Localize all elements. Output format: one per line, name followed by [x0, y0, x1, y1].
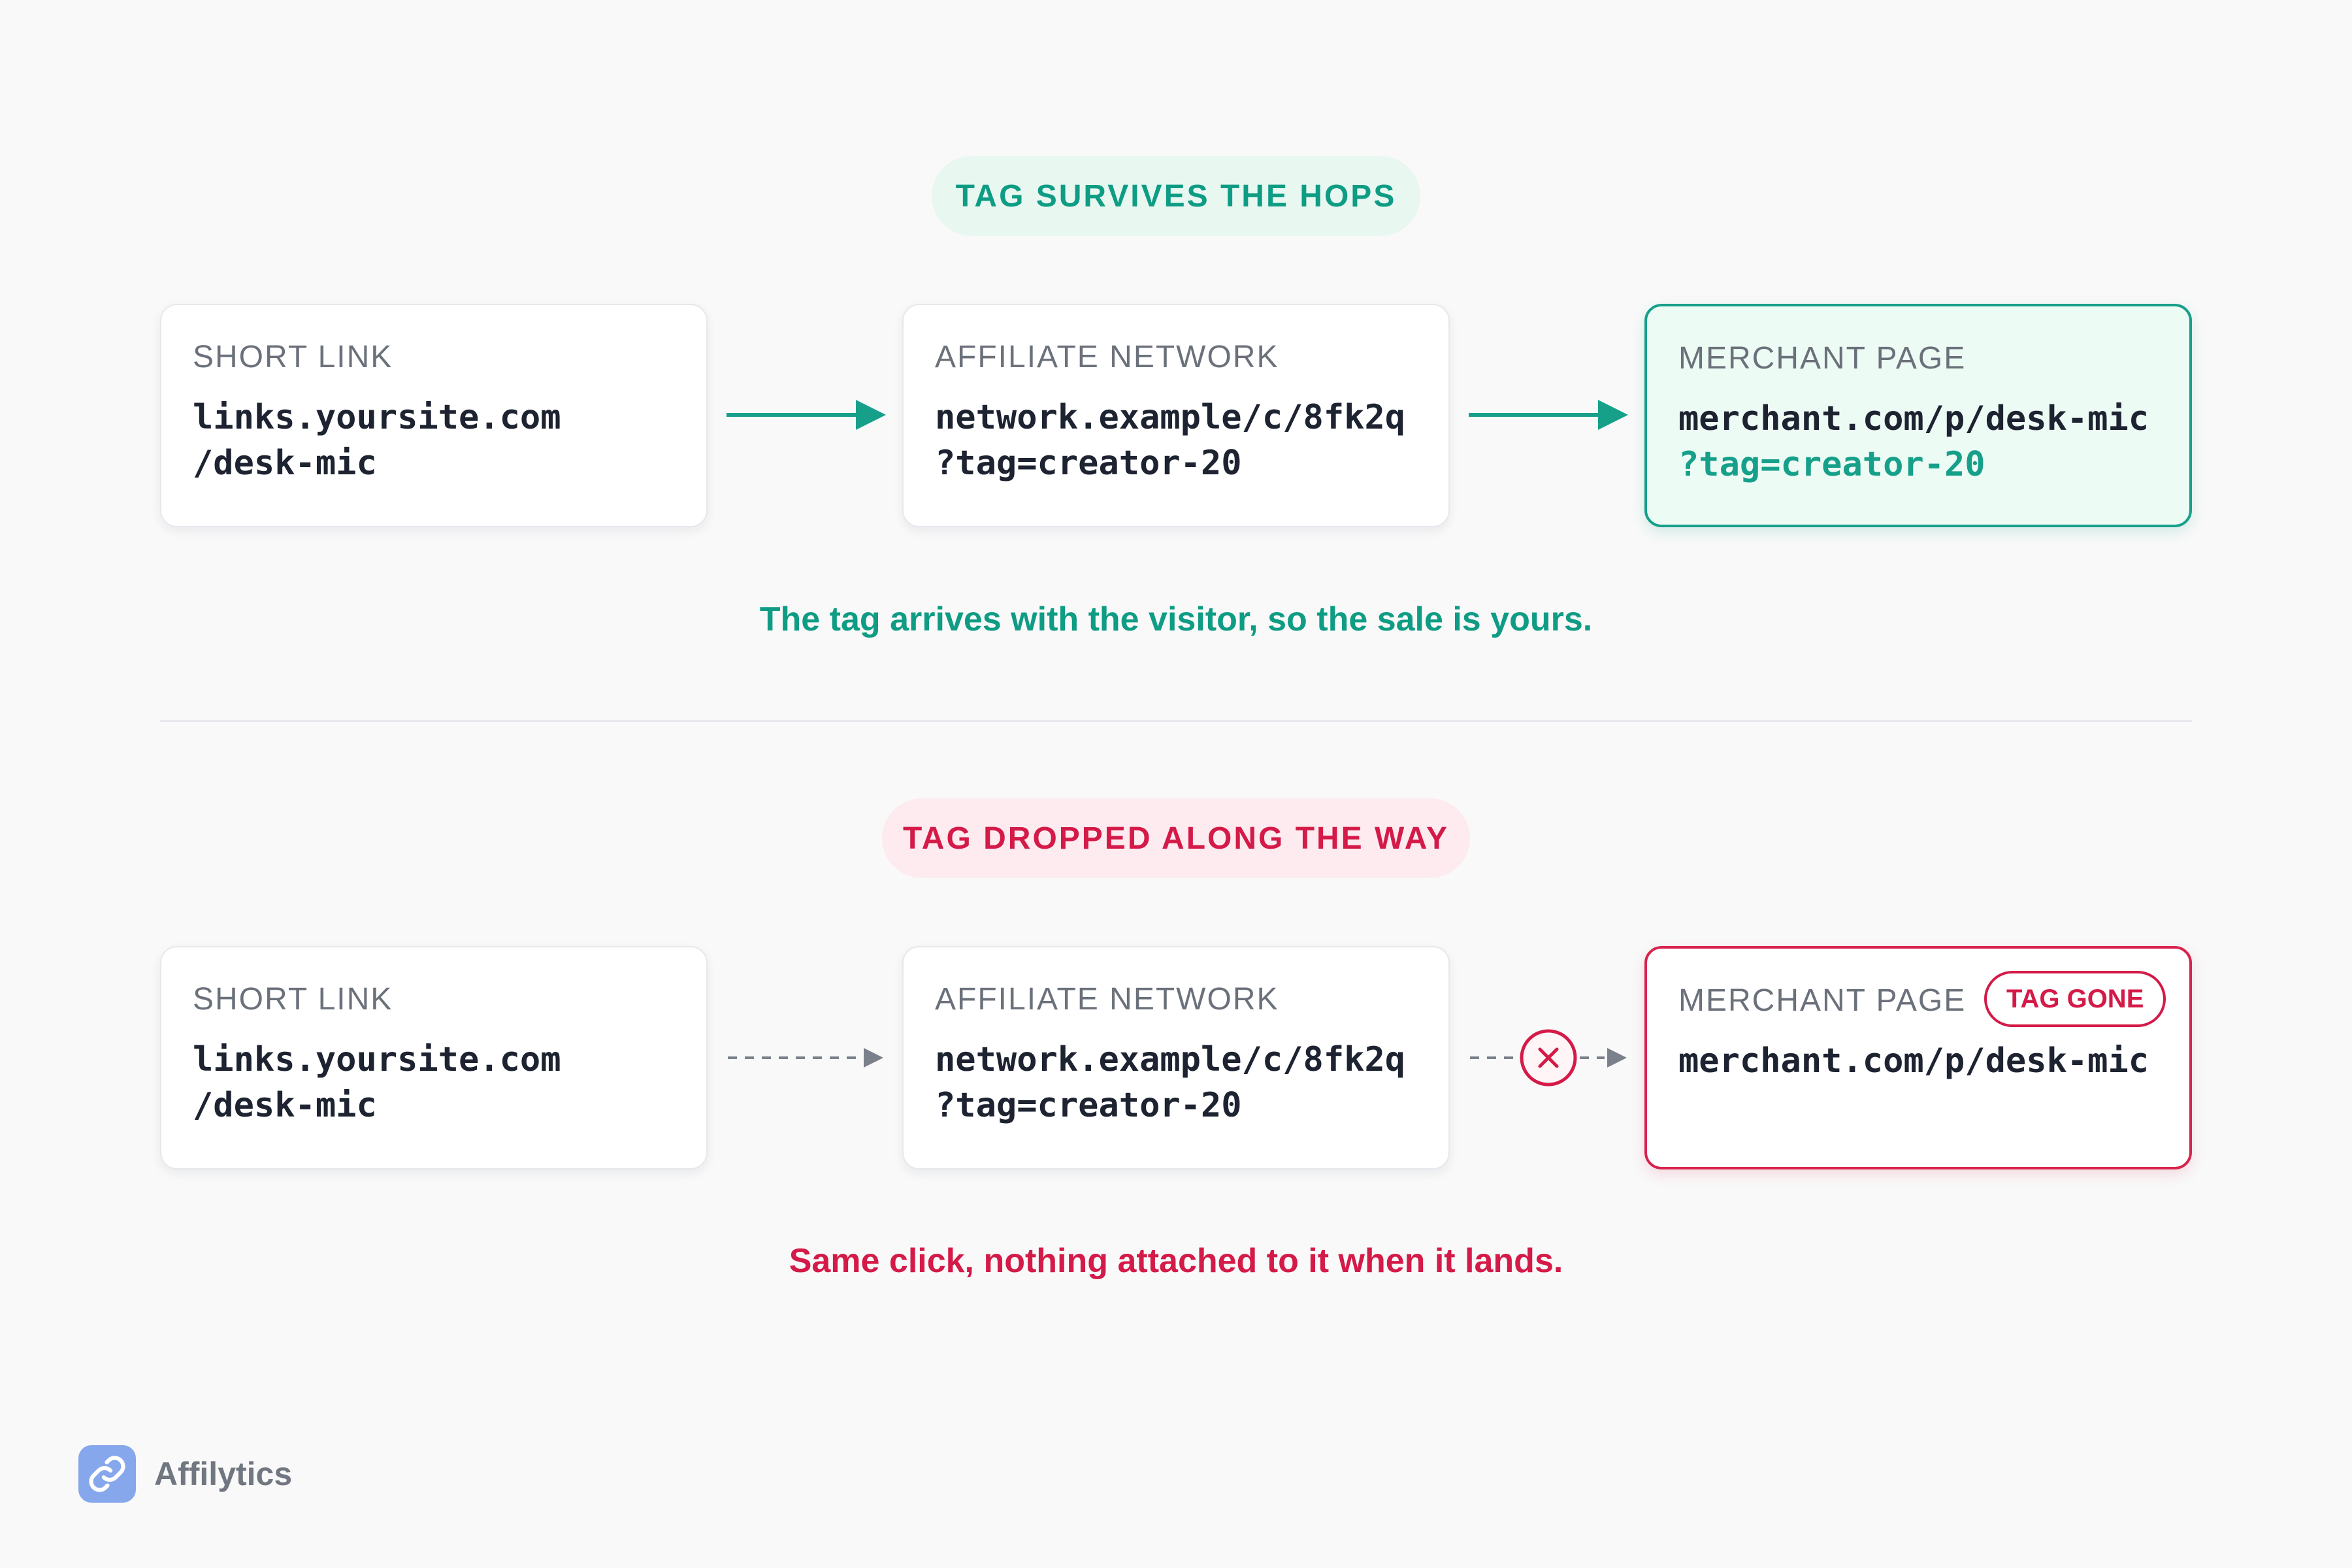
- merchant-page-node: MERCHANT PAGE merchant.com/p/desk-mic ?t…: [1644, 304, 2192, 527]
- node-path: /desk-mic: [193, 1086, 377, 1125]
- divider: [160, 720, 2192, 722]
- short-link-node: SHORT LINK links.yoursite.com /desk-mic: [160, 946, 708, 1169]
- success-caption: The tag arrives with the visitor, so the…: [759, 600, 1593, 638]
- node-url: network.example/c/8fk2q: [935, 398, 1406, 437]
- short-link-node: SHORT LINK links.yoursite.com /desk-mic: [160, 304, 708, 527]
- failure-caption: Same click, nothing attached to it when …: [789, 1242, 1563, 1280]
- node-query: ?tag=creator-20: [935, 1086, 1242, 1125]
- brand: Affilytics: [78, 1445, 292, 1503]
- node-url: links.yoursite.com: [193, 398, 561, 437]
- node-title: MERCHANT PAGE: [1678, 983, 1967, 1018]
- node-query: ?tag=creator-20: [1678, 445, 1985, 484]
- node-title: AFFILIATE NETWORK: [935, 340, 1279, 374]
- node-title: SHORT LINK: [193, 340, 393, 374]
- affiliate-network-node: AFFILIATE NETWORK network.example/c/8fk2…: [902, 946, 1450, 1169]
- solid-arrow: [727, 400, 886, 430]
- node-url: network.example/c/8fk2q: [935, 1040, 1406, 1079]
- node-url: links.yoursite.com: [193, 1040, 561, 1079]
- node-url: merchant.com/p/desk-mic: [1678, 1041, 2149, 1081]
- blocked-icon: [1520, 1029, 1577, 1086]
- dashed-arrow: [728, 1048, 883, 1068]
- node-title: AFFILIATE NETWORK: [935, 982, 1279, 1017]
- node-url: merchant.com/p/desk-mic: [1678, 399, 2149, 438]
- affiliate-network-node: AFFILIATE NETWORK network.example/c/8fk2…: [902, 304, 1450, 527]
- solid-arrow: [1469, 400, 1628, 430]
- broken-arrow: [1470, 1029, 1627, 1086]
- node-query: ?tag=creator-20: [935, 444, 1242, 483]
- node-path: /desk-mic: [193, 444, 377, 483]
- merchant-page-node: MERCHANT PAGE TAG GONE merchant.com/p/de…: [1644, 946, 2192, 1169]
- node-title: MERCHANT PAGE: [1678, 341, 1967, 376]
- success-badge: TAG SURVIVES THE HOPS: [932, 156, 1420, 236]
- brand-name: Affilytics: [154, 1456, 293, 1492]
- failure-badge: TAG DROPPED ALONG THE WAY: [882, 798, 1470, 878]
- node-title: SHORT LINK: [193, 982, 393, 1017]
- tag-gone-badge: TAG GONE: [1984, 971, 2166, 1027]
- link-icon: [78, 1445, 136, 1503]
